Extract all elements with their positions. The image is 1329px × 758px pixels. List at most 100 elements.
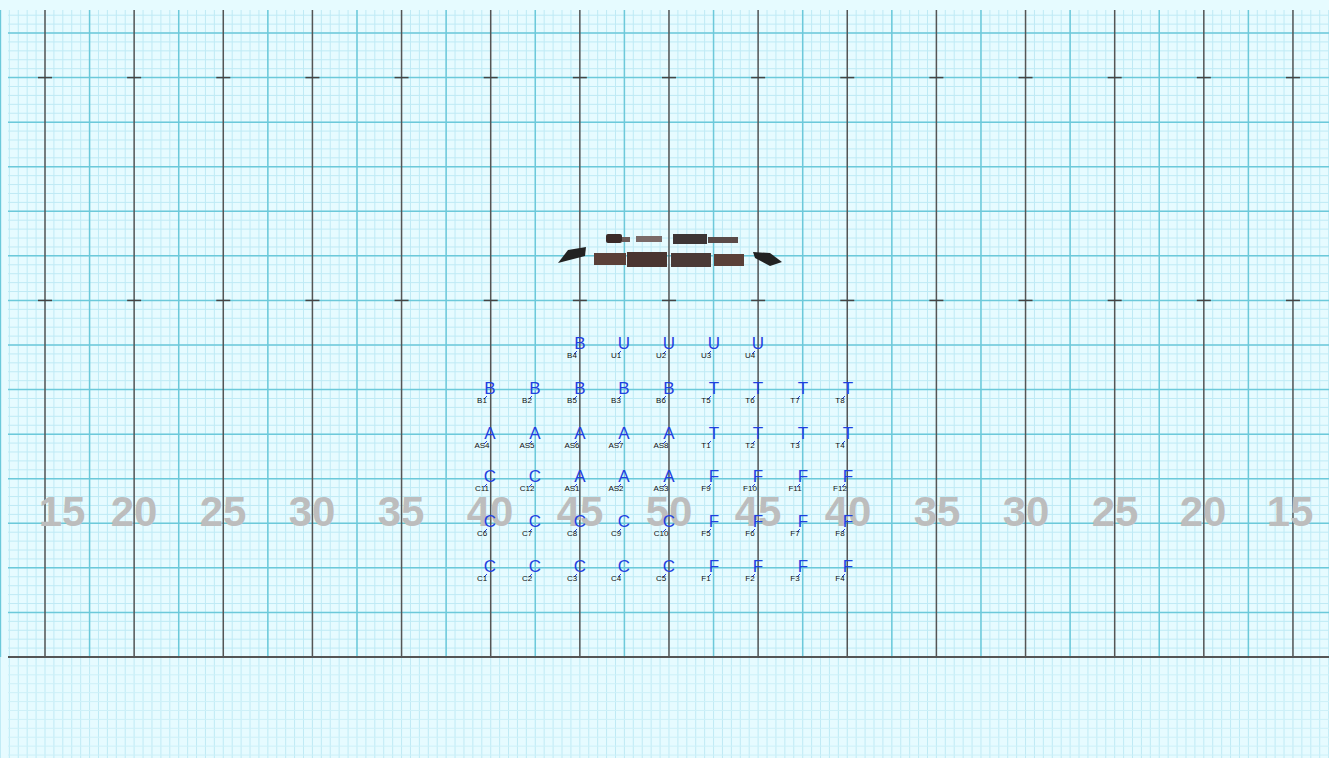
marcher-name: AS7: [608, 442, 623, 450]
hash-mark: [1197, 77, 1211, 79]
marcher-symbol: T: [798, 380, 808, 397]
hash-mark: [840, 77, 854, 79]
marcher-symbol: U: [618, 335, 630, 352]
fine-line: [312, 10, 313, 758]
hash-mark: [395, 77, 409, 79]
marcher-name: F4: [835, 575, 844, 583]
hash-mark: [662, 77, 676, 79]
yard-number: 20: [111, 491, 158, 533]
marcher-name: C6: [477, 530, 487, 538]
marcher-name: C10: [654, 530, 669, 538]
five-yard-line: [1025, 10, 1027, 657]
yard-number: 25: [200, 491, 247, 533]
fine-line: [8, 719, 1329, 720]
marcher-symbol: C: [663, 513, 675, 530]
riser: [671, 253, 711, 267]
marcher-name: AS8: [653, 442, 668, 450]
marcher-symbol: F: [798, 468, 808, 485]
marcher-name: T1: [701, 442, 710, 450]
fine-line: [8, 674, 1329, 675]
prop: [636, 236, 662, 242]
marcher-symbol: A: [574, 425, 585, 442]
five-yard-line: [1203, 10, 1205, 657]
yard-line: [891, 10, 893, 657]
marcher-name: C7: [522, 530, 532, 538]
marcher-name: T6: [745, 397, 754, 405]
prop: [673, 234, 707, 244]
fine-line: [8, 300, 1329, 301]
marcher-name: C1: [477, 575, 487, 583]
fine-line: [8, 728, 1329, 729]
yard-line: [1069, 10, 1071, 657]
prop: [708, 237, 738, 243]
five-yard-line: [401, 10, 403, 657]
marcher-name: T2: [745, 442, 754, 450]
hash-mark: [1286, 300, 1300, 302]
hash-mark: [662, 300, 676, 302]
marcher-name: C4: [611, 575, 621, 583]
yard-line: [980, 10, 982, 657]
yard-line: [1248, 10, 1250, 657]
marcher-symbol: C: [529, 558, 541, 575]
marcher-symbol: F: [753, 513, 763, 530]
marcher-symbol: T: [753, 425, 763, 442]
hash-mark: [1197, 300, 1211, 302]
marcher-name: T8: [835, 397, 844, 405]
marcher-symbol: U: [752, 335, 764, 352]
marcher-name: F5: [701, 530, 710, 538]
marcher-name: AS1: [564, 485, 579, 493]
hash-mark: [573, 77, 587, 79]
hash-mark: [1108, 300, 1122, 302]
marcher-symbol: C: [618, 558, 630, 575]
marcher-name: U1: [611, 352, 621, 360]
fine-line: [8, 710, 1329, 711]
marcher-name: F12: [833, 485, 847, 493]
fine-line: [0, 10, 1, 758]
hash-mark: [1019, 77, 1033, 79]
marcher-name: F10: [743, 485, 757, 493]
five-yard-line: [1292, 10, 1294, 657]
hash-mark: [395, 300, 409, 302]
five-yard-line: [44, 10, 46, 657]
marcher-symbol: A: [574, 468, 585, 485]
riser: [627, 252, 667, 267]
marcher-name: C11: [475, 485, 489, 493]
marcher-name: B3: [611, 397, 621, 405]
prop: [606, 234, 622, 243]
marcher-symbol: F: [843, 513, 853, 530]
marcher-symbol: F: [753, 558, 763, 575]
hash-mark: [305, 300, 319, 302]
fine-line: [8, 657, 1329, 658]
marcher-name: C12: [520, 485, 535, 493]
hash-mark: [840, 300, 854, 302]
marcher-symbol: A: [663, 468, 674, 485]
marcher-name: C5: [656, 575, 666, 583]
marcher-name: AS4: [474, 442, 489, 450]
five-yard-line: [312, 10, 314, 657]
marcher-symbol: C: [529, 513, 541, 530]
stage-wing: [753, 252, 782, 266]
yard-line: [445, 10, 447, 657]
yard-line: [356, 10, 358, 657]
riser: [714, 254, 744, 266]
marcher-name: C3: [567, 575, 577, 583]
marcher-name: AS3: [653, 485, 668, 493]
marcher-name: B4: [567, 352, 577, 360]
hash-mark: [127, 300, 141, 302]
fine-line: [45, 10, 46, 758]
yard-line: [8, 300, 1329, 302]
yard-line: [178, 10, 180, 657]
fine-line: [8, 692, 1329, 693]
marcher-symbol: A: [663, 425, 674, 442]
marcher-symbol: C: [663, 558, 675, 575]
marcher-name: F2: [745, 575, 754, 583]
marcher-name: T7: [790, 397, 799, 405]
marcher-name: F1: [701, 575, 710, 583]
fine-line: [134, 10, 135, 758]
marcher-name: AS6: [564, 442, 579, 450]
marcher-symbol: B: [484, 380, 495, 397]
hash-mark: [38, 300, 52, 302]
yard-number: 30: [289, 491, 336, 533]
fine-line: [8, 77, 1329, 78]
hash-mark: [216, 77, 230, 79]
